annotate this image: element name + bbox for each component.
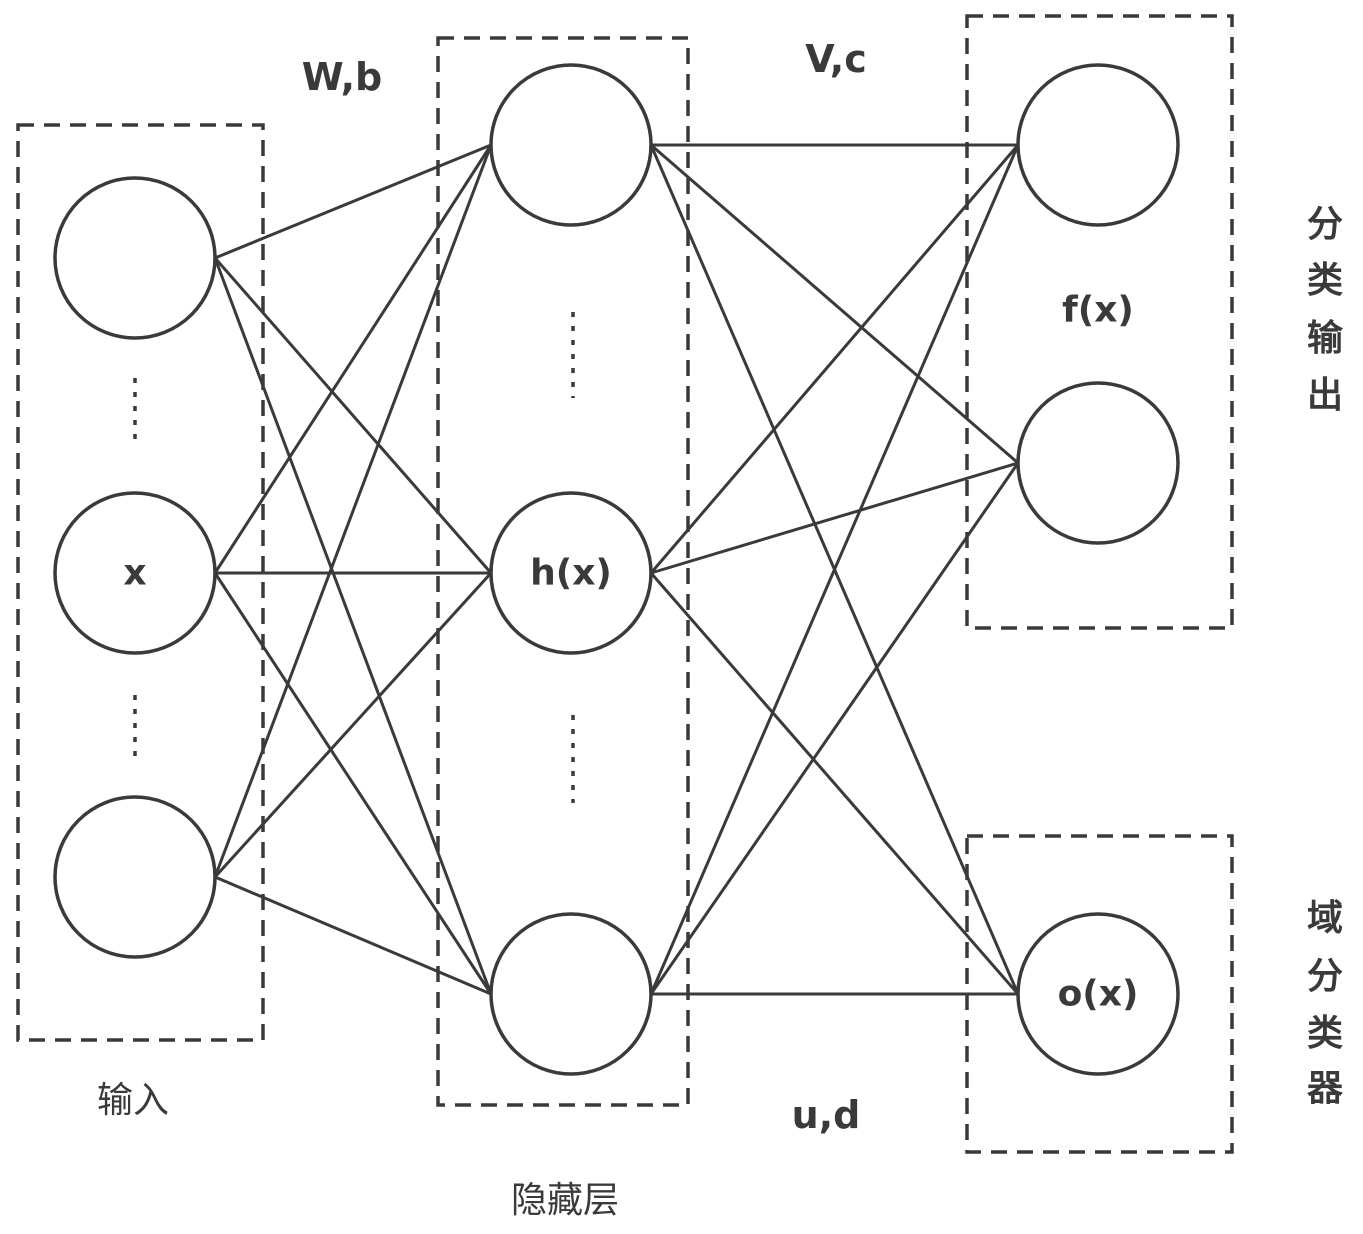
svg-text:分: 分	[1307, 204, 1343, 245]
edge-in1-h2	[213, 257, 493, 574]
edge-in2-h1	[213, 144, 493, 574]
domain-classifier-caption: 域 分 类 器	[1307, 898, 1344, 1109]
domain-node-label: o(x)	[1058, 974, 1139, 1015]
edge-in1-h3	[213, 257, 493, 995]
input-layer-caption: 输入	[97, 1080, 169, 1121]
edge-h2-f2	[650, 461, 1019, 575]
classifier-output-box	[965, 14, 1234, 630]
input-node-x: x	[53, 491, 217, 655]
input-node-label: x	[123, 553, 146, 594]
svg-text:域: 域	[1307, 898, 1343, 939]
edge-in2-h3	[213, 572, 493, 995]
svg-text:分: 分	[1307, 956, 1343, 997]
edge-in1-h1	[214, 143, 492, 260]
classifier-function-label: f(x)	[1062, 290, 1134, 331]
hidden-node-label: h(x)	[530, 553, 612, 594]
svg-text:类: 类	[1307, 260, 1343, 301]
input-node-3	[53, 795, 217, 959]
svg-text:出: 出	[1307, 375, 1343, 416]
edge-in3-h2	[213, 571, 493, 879]
edge-h3-f2	[649, 462, 1020, 995]
hidden-node-3	[489, 912, 653, 1076]
edge-h3-f1	[649, 144, 1020, 995]
classifier-output-caption: 分 类 输 出	[1307, 204, 1344, 416]
edge-h1-f2	[650, 143, 1019, 465]
edge-h2-o1	[649, 572, 1020, 995]
svg-text:器: 器	[1307, 1068, 1344, 1109]
input-node-1	[53, 176, 217, 340]
hidden-node-hx: h(x)	[489, 491, 653, 655]
connection-edges	[213, 143, 1020, 996]
domain-node-ox: o(x)	[1016, 912, 1180, 1076]
param-label-wb: W,b	[302, 55, 382, 99]
edge-in3-h3	[214, 875, 492, 996]
edge-in3-h1	[213, 144, 493, 878]
param-label-ud: u,d	[792, 1093, 861, 1137]
svg-text:类: 类	[1307, 1013, 1343, 1054]
svg-text:输: 输	[1307, 318, 1344, 359]
edge-h2-f1	[649, 144, 1020, 574]
input-layer-box	[16, 123, 265, 1042]
hidden-layer-box	[436, 36, 690, 1107]
hidden-layer-caption: 隐藏层	[511, 1180, 619, 1221]
classifier-node-2	[1016, 381, 1180, 545]
hidden-node-1	[489, 63, 653, 227]
classifier-node-1	[1016, 63, 1180, 227]
param-label-vc: V,c	[805, 37, 866, 81]
